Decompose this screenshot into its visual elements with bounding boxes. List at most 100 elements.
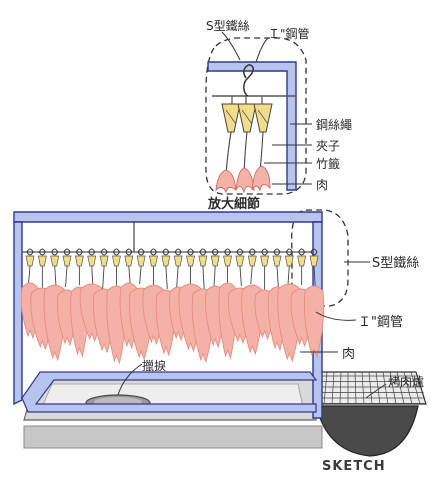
skewer — [276, 265, 279, 290]
s-hook — [112, 248, 120, 256]
detail-meat — [235, 167, 255, 194]
meat-rows — [20, 248, 325, 365]
detail-pipe-frame — [207, 61, 297, 191]
clamp — [149, 255, 158, 267]
s-hook — [285, 248, 293, 256]
skewer — [176, 265, 179, 288]
frame-bottom-rail — [21, 371, 318, 413]
grate-bar — [403, 371, 413, 405]
skewer — [28, 265, 31, 285]
skewer — [202, 265, 205, 293]
skewer — [165, 265, 168, 290]
detail-label-meat: 肉 — [316, 178, 328, 192]
clamp — [74, 255, 84, 267]
grate-bar — [396, 371, 405, 405]
grate-bar — [361, 371, 365, 405]
clamp — [124, 255, 134, 267]
clamp — [136, 255, 146, 267]
leader-tray — [117, 363, 143, 396]
main-label-tray: 擸捩 — [142, 358, 166, 373]
detail-meat — [215, 169, 237, 194]
s-hook — [236, 248, 244, 256]
grill-bowl — [317, 405, 419, 457]
detail-s-hook — [243, 64, 255, 97]
clamp — [210, 255, 220, 267]
s-hook — [137, 248, 145, 256]
s-hook — [38, 248, 46, 256]
clamp — [284, 255, 294, 267]
clamp — [272, 255, 282, 267]
s-hook — [187, 248, 195, 256]
s-hook — [88, 248, 96, 256]
s-hook — [211, 248, 219, 256]
clamp — [247, 255, 257, 267]
main-label-grill: 烤肉爐 — [388, 374, 424, 389]
clamp — [173, 255, 183, 267]
grate-bar — [323, 371, 328, 405]
leader-pipe — [255, 37, 269, 63]
clamp — [223, 255, 232, 267]
detail-meat — [251, 165, 271, 192]
grate-bar — [389, 371, 397, 405]
s-hook — [125, 248, 133, 256]
clamp — [235, 255, 245, 267]
base-shadow — [23, 425, 323, 449]
sketch-signature: SKETCH — [322, 459, 386, 474]
frame-left-post — [13, 221, 23, 406]
s-hook — [162, 248, 170, 256]
detail-label-wire-rope: 鋼絲繩 — [316, 117, 352, 132]
s-hook — [63, 248, 71, 256]
detail-label-clamp: 夾子 — [316, 139, 340, 153]
detail-caption: 放大細節 — [207, 196, 260, 212]
s-hook — [248, 248, 256, 256]
clamp — [186, 255, 195, 267]
detail-label-skewer: 竹籤 — [316, 156, 340, 171]
main-label-meat: 肉 — [342, 347, 355, 362]
s-hook — [273, 248, 281, 256]
frame-top-bar — [13, 211, 323, 223]
s-hook — [26, 248, 34, 256]
grate-bar — [382, 371, 389, 405]
detail-clamp — [221, 103, 241, 133]
main-dashed-callout — [290, 209, 349, 307]
s-hook — [174, 248, 182, 256]
s-hook — [150, 248, 158, 256]
grate-bar — [354, 371, 357, 405]
clamp — [161, 255, 171, 267]
detail-bamboo-skewer — [225, 131, 232, 175]
s-hook — [224, 248, 232, 256]
grate-bar — [410, 371, 421, 405]
clamp — [112, 255, 121, 267]
clamp — [297, 255, 307, 267]
skewer — [287, 265, 290, 288]
skewer — [139, 265, 142, 285]
clamp — [25, 255, 35, 267]
leader-main-pipe — [315, 311, 357, 321]
clamp — [309, 255, 319, 267]
grate-bar — [331, 371, 335, 405]
skewer — [250, 265, 253, 285]
leader-grill — [365, 383, 387, 399]
clamp — [50, 255, 60, 267]
leader-s-hook — [221, 31, 241, 61]
s-hook — [261, 248, 269, 256]
main-label-pipe: Ｉ"鋼管 — [358, 315, 403, 330]
s-hook — [199, 248, 207, 256]
grate-bar — [368, 371, 373, 405]
main-device: S型鐵絲 Ｉ"鋼管 肉 擸捩 烤肉爐 SKETCH — [13, 211, 427, 474]
s-hook — [75, 248, 83, 256]
clamp — [37, 255, 47, 267]
grate-bar — [339, 371, 342, 405]
clamp — [198, 255, 208, 267]
skewer — [239, 265, 242, 287]
s-hook — [100, 248, 108, 256]
main-label-s-hook: S型鐵絲 — [372, 255, 419, 271]
grate-bar — [375, 371, 381, 405]
clamp — [260, 255, 270, 267]
clamp — [87, 255, 97, 267]
clamp — [99, 255, 109, 267]
clamp — [62, 255, 72, 267]
clamp-shading — [225, 109, 269, 125]
s-hook — [298, 248, 306, 256]
